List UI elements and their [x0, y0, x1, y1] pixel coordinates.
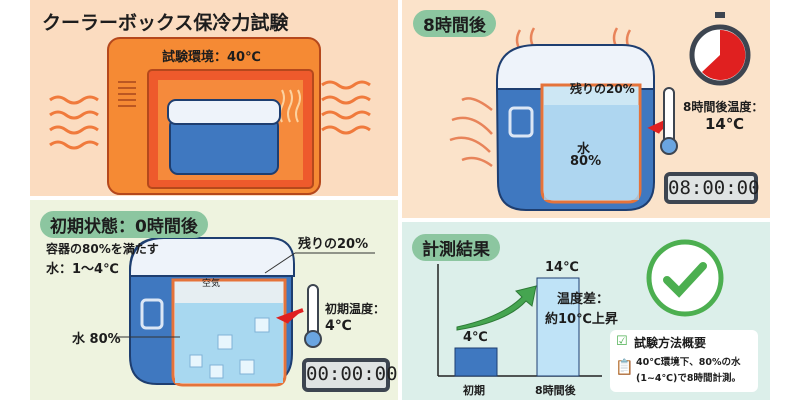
result-badge: 計測結果: [412, 234, 500, 261]
after-badge: 8時間後: [413, 10, 496, 37]
after-timer-display: 08:00:00: [664, 172, 760, 204]
summary-line1: 40℃環境下、80%の水: [636, 357, 741, 368]
heat-waves-icon: [49, 80, 371, 150]
page-title: クーラーボックス保冷力試験: [42, 12, 289, 34]
after-cooler-illustration: [449, 12, 751, 211]
after-water-pct: 80%: [570, 154, 602, 169]
initial-temp-value: 4℃: [325, 318, 352, 334]
initial-desc-line1: 容器の80%を満たす: [46, 242, 159, 256]
thermometer-icon: [304, 284, 322, 348]
initial-temp-label: 初期温度：: [325, 302, 386, 316]
initial-water-label: 水 80%: [72, 332, 121, 347]
check-circle-icon: [646, 239, 724, 317]
environment-label: 試験環境：40℃: [162, 50, 261, 65]
environment-panel: クーラーボックス保冷力試験 試験環境：40℃: [30, 0, 398, 196]
result-chart: [437, 239, 724, 377]
category-label: 初期: [463, 384, 485, 397]
summary-box: ☑ 試験方法概要 📋 40℃環境下、80%の水 (1~4℃)で8時間計測。: [610, 330, 758, 392]
checkbox-icon: ☑: [616, 334, 628, 349]
increase-arrow-icon: [456, 285, 537, 331]
initial-desc-line2: 水：1〜4℃: [46, 262, 119, 277]
after-air-label: 残りの20%: [570, 82, 635, 96]
diff-line1: 温度差：: [557, 292, 610, 307]
bar: [536, 277, 580, 377]
summary-title: 試験方法概要: [634, 336, 707, 350]
bar-value-label: 4℃: [463, 330, 488, 345]
after-panel: 8時間後 残りの20% 水 80% 8時間後温度： 14℃ 08:00:00: [402, 0, 770, 218]
initial-cooler-illustration: [115, 237, 375, 387]
bar-value-label: 14℃: [545, 260, 579, 275]
result-panel: 計測結果 4℃ 14℃ 初期 8時間後 温度差： 約10℃上昇 ☑ 試験方法概要…: [402, 222, 770, 400]
initial-air-word: 空気: [202, 279, 221, 289]
bar: [454, 347, 498, 377]
after-water-label: 水: [577, 142, 591, 157]
initial-air-label: 残りの20%: [298, 237, 369, 252]
initial-panel: 初期状態：0時間後 容器の80%を満たす 水：1〜4℃ 残りの20% 空気 水 …: [30, 200, 398, 400]
oven-illustration: [49, 37, 371, 195]
stopwatch-icon: [689, 12, 751, 86]
after-temp-label: 8時間後温度：: [683, 100, 764, 114]
initial-timer-display: 00:00:00: [302, 358, 398, 392]
after-temp-value: 14℃: [705, 115, 745, 133]
clipboard-icon: 📋: [615, 358, 634, 376]
category-label: 8時間後: [535, 384, 576, 397]
summary-line2: (1~4℃)で8時間計測。: [636, 373, 741, 384]
diff-line2: 約10℃上昇: [545, 312, 618, 327]
initial-badge: 初期状態：0時間後: [40, 211, 208, 238]
thermometer-icon: [660, 87, 678, 155]
